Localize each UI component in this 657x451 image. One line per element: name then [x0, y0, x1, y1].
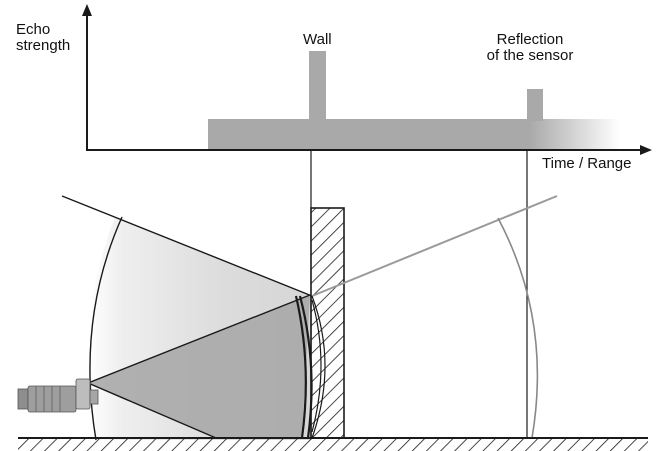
- ultrasonic-sensor-icon: [17, 378, 99, 413]
- ground: [18, 438, 648, 451]
- wall-echo-peak: [309, 51, 326, 121]
- sound-beam-inner: [88, 295, 310, 438]
- inner-beam-lower-edge: [87, 382, 217, 439]
- wall-echo-wavefronts: [294, 295, 326, 439]
- echo-signal: [208, 51, 620, 150]
- echo-baseline-band: [208, 119, 620, 150]
- beam-upper-edge: [61, 195, 313, 297]
- x-axis-label: Time / Range: [542, 155, 632, 172]
- x-axis-arrow: [640, 145, 652, 155]
- reflection-label-line2: of the sensor: [486, 47, 574, 64]
- reflection-echo-peak: [527, 89, 543, 121]
- chart-axes: [82, 4, 652, 155]
- reflected-beam-line: [311, 195, 558, 297]
- wall: [310, 207, 345, 439]
- beam-outer-wavefront: [89, 216, 123, 441]
- inner-beam-upper-edge: [87, 294, 311, 384]
- y-axis-label-line2: strength: [16, 37, 71, 54]
- reflection-label-line1: Reflection: [496, 31, 564, 48]
- wall-label: Wall: [303, 31, 332, 48]
- y-axis-label-line1: Echo: [16, 21, 51, 38]
- y-axis-arrow: [82, 4, 92, 16]
- reflected-wavefront: [497, 217, 539, 439]
